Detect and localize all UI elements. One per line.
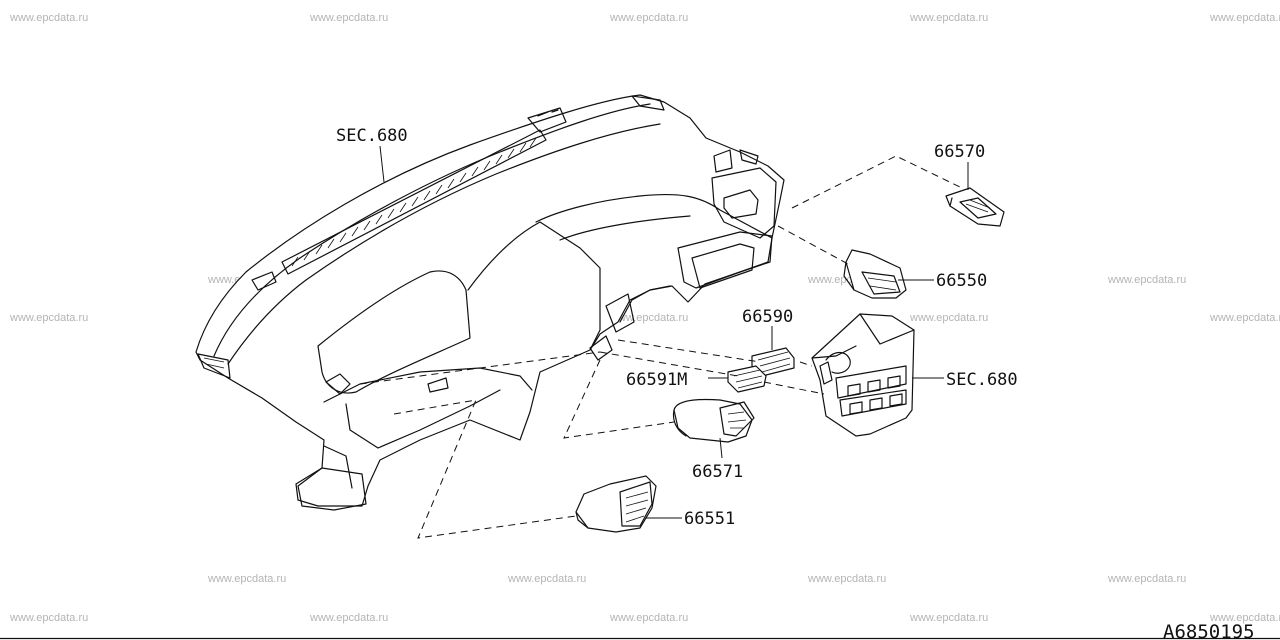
instrument-panel bbox=[195, 94, 785, 511]
watermark-text: www.epcdata.ru bbox=[1209, 612, 1280, 624]
watermark-text: www.epcdata.ru bbox=[9, 612, 88, 624]
watermark-text: www.epcdata.ru bbox=[909, 612, 988, 624]
relation-lines bbox=[359, 155, 963, 539]
label-66591m: 66591M bbox=[626, 370, 687, 390]
watermark-text: www.epcdata.ru bbox=[1209, 12, 1280, 24]
part-66591m-ventilator bbox=[727, 365, 767, 393]
diagram-code: A6850195 bbox=[1163, 621, 1255, 640]
watermark-text: www.epcdata.ru bbox=[309, 12, 388, 24]
watermark-text: www.epcdata.ru bbox=[207, 573, 286, 585]
part-66570-side-ventilator bbox=[945, 187, 1005, 227]
watermark-text: www.epcdata.ru bbox=[909, 12, 988, 24]
watermark-text: www.epcdata.ru bbox=[9, 312, 88, 324]
label-sec-680-top: SEC.680 bbox=[336, 126, 408, 146]
label-66570: 66570 bbox=[934, 142, 985, 162]
center-console-cluster bbox=[811, 313, 915, 437]
defroster-grille bbox=[291, 137, 537, 267]
label-66551: 66551 bbox=[684, 509, 735, 529]
watermark-text: www.epcdata.ru bbox=[507, 573, 586, 585]
watermark-text: www.epcdata.ru bbox=[909, 312, 988, 324]
watermark-text: www.epcdata.ru bbox=[807, 573, 886, 585]
part-66571-duct bbox=[672, 398, 755, 443]
watermark-text: www.epcdata.ru bbox=[1107, 274, 1186, 286]
watermark-text: www.epcdata.ru bbox=[1107, 573, 1186, 585]
part-labels: SEC.680 66570 66550 66590 66591M SEC.680… bbox=[336, 126, 1018, 529]
watermark-text: www.epcdata.ru bbox=[1209, 312, 1280, 324]
label-66550: 66550 bbox=[936, 271, 987, 291]
watermark-text: www.epcdata.ru bbox=[609, 312, 688, 324]
leader-lines bbox=[379, 145, 969, 519]
label-66590: 66590 bbox=[742, 307, 793, 327]
watermark-text: www.epcdata.ru bbox=[609, 612, 688, 624]
label-66571: 66571 bbox=[692, 462, 743, 482]
watermark-text: www.epcdata.ru bbox=[9, 12, 88, 24]
part-66551-grille bbox=[575, 475, 657, 533]
part-66550-ventilator-grille bbox=[843, 249, 907, 299]
label-sec-680-right: SEC.680 bbox=[946, 370, 1018, 390]
watermark-text: www.epcdata.ru bbox=[309, 612, 388, 624]
watermark-text: www.epcdata.ru bbox=[609, 12, 688, 24]
part-66590-ventilator bbox=[751, 347, 795, 377]
